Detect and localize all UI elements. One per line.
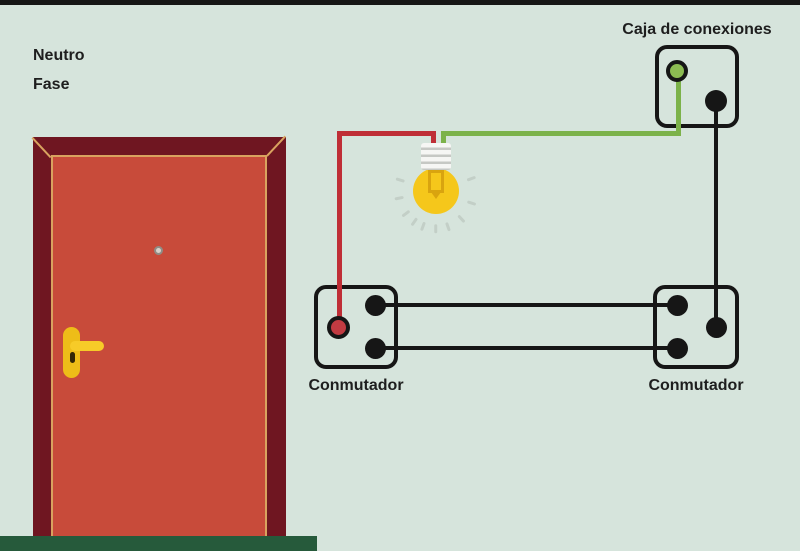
light-ray-icon — [395, 177, 405, 183]
switch-right-terminal-bottom — [667, 337, 688, 359]
green-wire-junction-drop — [676, 74, 681, 135]
green-wire-horizontal — [441, 131, 681, 136]
neutral-label: Neutro — [33, 47, 85, 64]
junction-box — [655, 45, 739, 128]
two-way-switch-right — [653, 285, 739, 369]
bulb-filament-icon — [428, 170, 444, 193]
light-ray-icon — [401, 210, 411, 218]
light-ray-icon — [445, 222, 451, 232]
phase-bus-line — [0, 0, 800, 5]
switch-right-common-terminal — [705, 317, 727, 338]
light-ray-icon — [420, 221, 426, 232]
switch-left-terminal-bottom — [365, 337, 386, 359]
red-wire-horizontal — [337, 131, 436, 136]
red-wire-vertical — [337, 131, 342, 322]
door-handle-lever-icon — [70, 341, 104, 351]
switch-left-common-terminal — [327, 315, 350, 339]
bulb-filament-tip-icon — [431, 192, 441, 199]
bulb-screw-cap-icon — [421, 143, 451, 170]
green-wire-lamp-stub — [441, 131, 446, 145]
light-ray-icon — [466, 175, 476, 182]
phase-label: Fase — [33, 76, 70, 93]
phase-wire-switch-drop — [713, 100, 718, 327]
door-peephole-icon — [153, 245, 163, 255]
red-wire-lamp-stub — [431, 131, 436, 145]
light-ray-icon — [394, 196, 404, 201]
two-way-switch-left — [314, 285, 398, 369]
phase-terminal-dot — [704, 89, 727, 112]
light-ray-icon — [410, 217, 419, 227]
light-ray-icon — [457, 214, 466, 223]
traveler-wire-top — [375, 302, 677, 307]
switch-right-label: Conmutador — [648, 377, 744, 394]
neutral-terminal-dot — [666, 60, 688, 82]
door-keyhole-icon — [70, 352, 75, 363]
switch-left-label: Conmutador — [308, 377, 404, 394]
switch-right-terminal-top — [667, 294, 688, 316]
floor-strip — [0, 536, 317, 551]
junction-box-label: Caja de conexiones — [622, 21, 772, 38]
light-ray-icon — [466, 200, 477, 206]
light-ray-icon — [434, 224, 438, 234]
traveler-wire-bottom — [375, 345, 677, 350]
switch-left-terminal-top — [365, 294, 386, 316]
